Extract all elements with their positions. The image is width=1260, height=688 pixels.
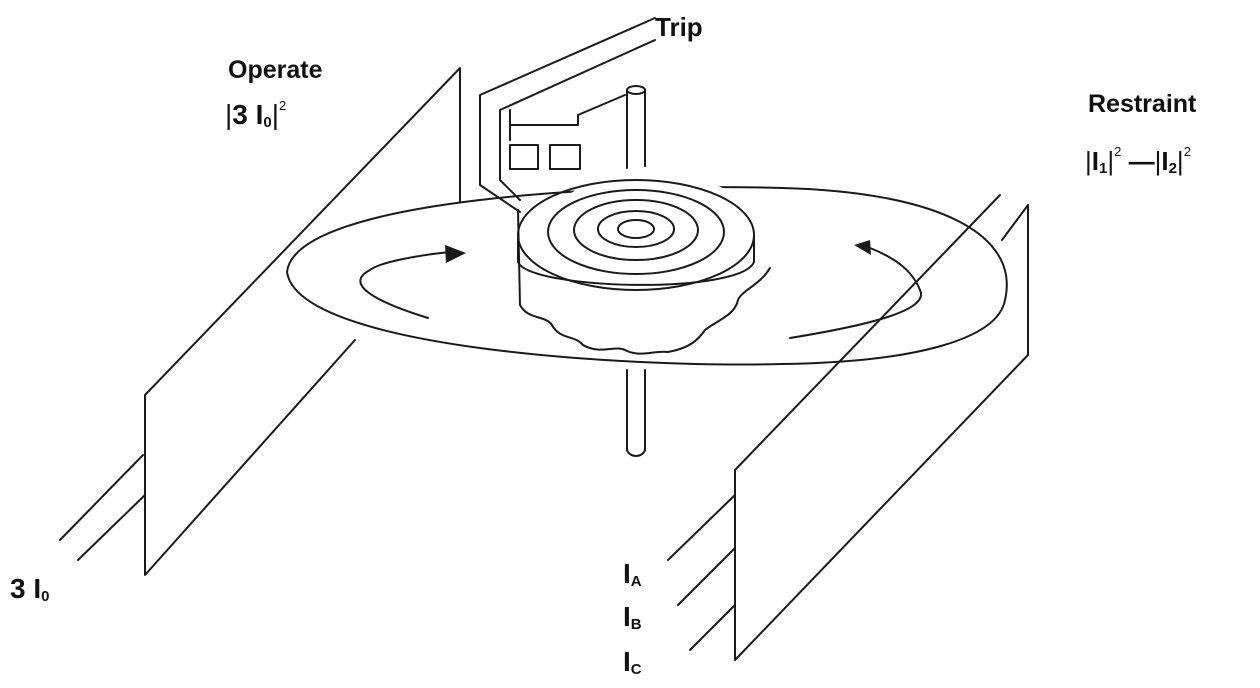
input-3i0-sub: 0 <box>41 588 50 605</box>
operate-label: Operate <box>228 56 323 84</box>
input-ia-sub: A <box>630 573 642 590</box>
rotation-arrow-left <box>359 245 466 319</box>
operate-formula-sup: 2 <box>279 98 287 113</box>
input-ia-label: IA <box>623 558 642 590</box>
operate-formula-sub: 0 <box>263 114 272 131</box>
rotation-arrow-right <box>789 240 923 339</box>
trip-contact-arm <box>479 17 656 213</box>
term2-sub: 2 <box>1168 160 1177 177</box>
restraint-input-leads <box>667 494 736 651</box>
input-3i0-label: 3 I0 <box>10 573 50 605</box>
minus-sign: — <box>1128 146 1155 176</box>
abs-bar: | <box>1085 146 1092 176</box>
abs-bar-left: | <box>225 99 233 130</box>
spiral-spring <box>517 166 762 292</box>
scalloped-bracket <box>517 209 771 355</box>
input-ib-text: I <box>623 601 631 632</box>
abs-bar: | <box>1176 146 1184 176</box>
term1-text: I <box>1091 146 1099 176</box>
term1-sub: 1 <box>1099 160 1108 177</box>
trip-label: Trip <box>655 12 703 42</box>
trip-contacts <box>509 94 626 170</box>
restraint-label: Restraint <box>1088 90 1197 118</box>
input-ib-label: IB <box>623 601 642 633</box>
input-ia-text: I <box>623 558 631 589</box>
input-3i0-text: 3 I <box>10 573 42 604</box>
input-ib-sub: B <box>630 616 642 633</box>
restraint-formula: |I1|2 —|I2|2 <box>1085 145 1191 176</box>
term1-sup: 2 <box>1114 144 1122 159</box>
abs-bar: | <box>1107 146 1115 176</box>
operate-input-leads <box>59 454 146 561</box>
input-ic-text: I <box>623 646 631 677</box>
term2-text: I <box>1161 146 1169 176</box>
operate-formula: |3 I0|2 <box>225 99 286 130</box>
shaft-bottom <box>626 369 646 457</box>
restraint-coil-plate <box>734 194 1029 661</box>
abs-bar-right: | <box>271 99 280 130</box>
term2-sup: 2 <box>1183 144 1191 159</box>
abs-bar: | <box>1154 146 1162 176</box>
operate-coil-plate <box>144 67 461 576</box>
input-ic-sub: C <box>630 661 642 678</box>
input-ic-label: IC <box>623 646 642 678</box>
operate-formula-text: 3 I <box>232 99 264 130</box>
